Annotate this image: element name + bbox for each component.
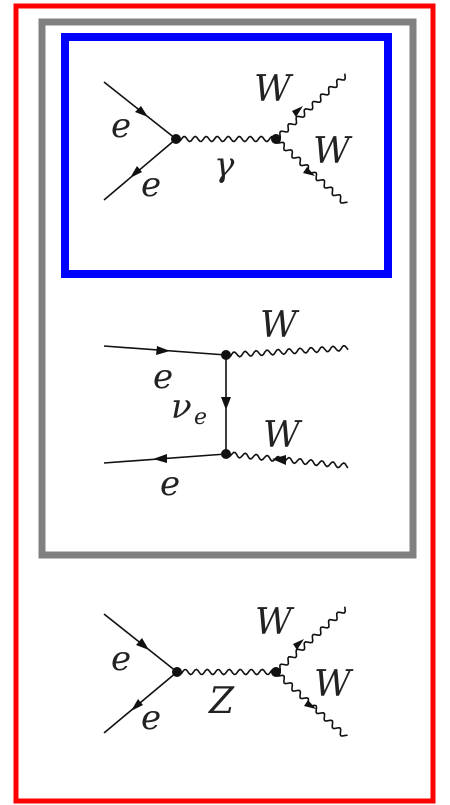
label-e-top: e — [111, 106, 131, 146]
vertex-dot — [172, 667, 182, 677]
label-e-bottom: e — [160, 464, 180, 504]
label-w-bottom: W — [263, 415, 303, 456]
arrow-icon — [130, 166, 142, 178]
inner-blue-frame — [61, 33, 392, 278]
electron-line-bottom — [103, 138, 177, 201]
label-w-top: W — [255, 602, 295, 643]
label-e-top: e — [111, 639, 131, 679]
vertex-dot — [221, 449, 231, 459]
arrow-icon — [135, 106, 148, 117]
label-w-bottom: W — [314, 664, 354, 705]
photon-propagator — [175, 135, 277, 143]
label-e-top: e — [153, 357, 173, 397]
vertex-dot — [271, 667, 281, 677]
arrow-icon — [272, 455, 286, 465]
w-line-top — [225, 344, 349, 359]
vertex-dot — [221, 350, 231, 360]
arrow-icon — [156, 346, 170, 355]
label-e-bottom: e — [141, 698, 161, 738]
photon-exchange-diagram: e e γ W W — [103, 69, 353, 205]
label-nu: ν — [171, 387, 192, 427]
label-w-bottom: W — [313, 131, 353, 172]
vertex-dot — [271, 134, 281, 144]
arrow-icon — [221, 397, 231, 410]
w-line-top — [275, 606, 347, 674]
label-nu-subscript: e — [194, 405, 207, 430]
arrow-icon — [136, 638, 149, 650]
neutrino-exchange-diagram: e ν e e W W — [103, 305, 349, 504]
z-propagator — [176, 668, 277, 676]
arrow-icon — [304, 700, 316, 709]
w-line-bottom — [225, 451, 349, 469]
arrow-icon — [153, 454, 167, 463]
arrow-icon — [293, 639, 304, 650]
arrow-icon — [303, 167, 315, 176]
label-e-bottom: e — [141, 165, 161, 205]
arrow-icon — [131, 699, 143, 711]
w-line-top — [275, 73, 347, 141]
outer-red-frame — [13, 3, 436, 804]
middle-gray-frame — [38, 18, 417, 559]
label-w-top: W — [254, 69, 294, 110]
label-gamma: γ — [214, 145, 235, 185]
label-z: Z — [208, 681, 235, 722]
arrow-icon — [292, 106, 303, 117]
z-exchange-diagram: e e Z W W — [103, 602, 354, 738]
vertex-dot — [171, 134, 181, 144]
label-w-top: W — [260, 305, 300, 346]
